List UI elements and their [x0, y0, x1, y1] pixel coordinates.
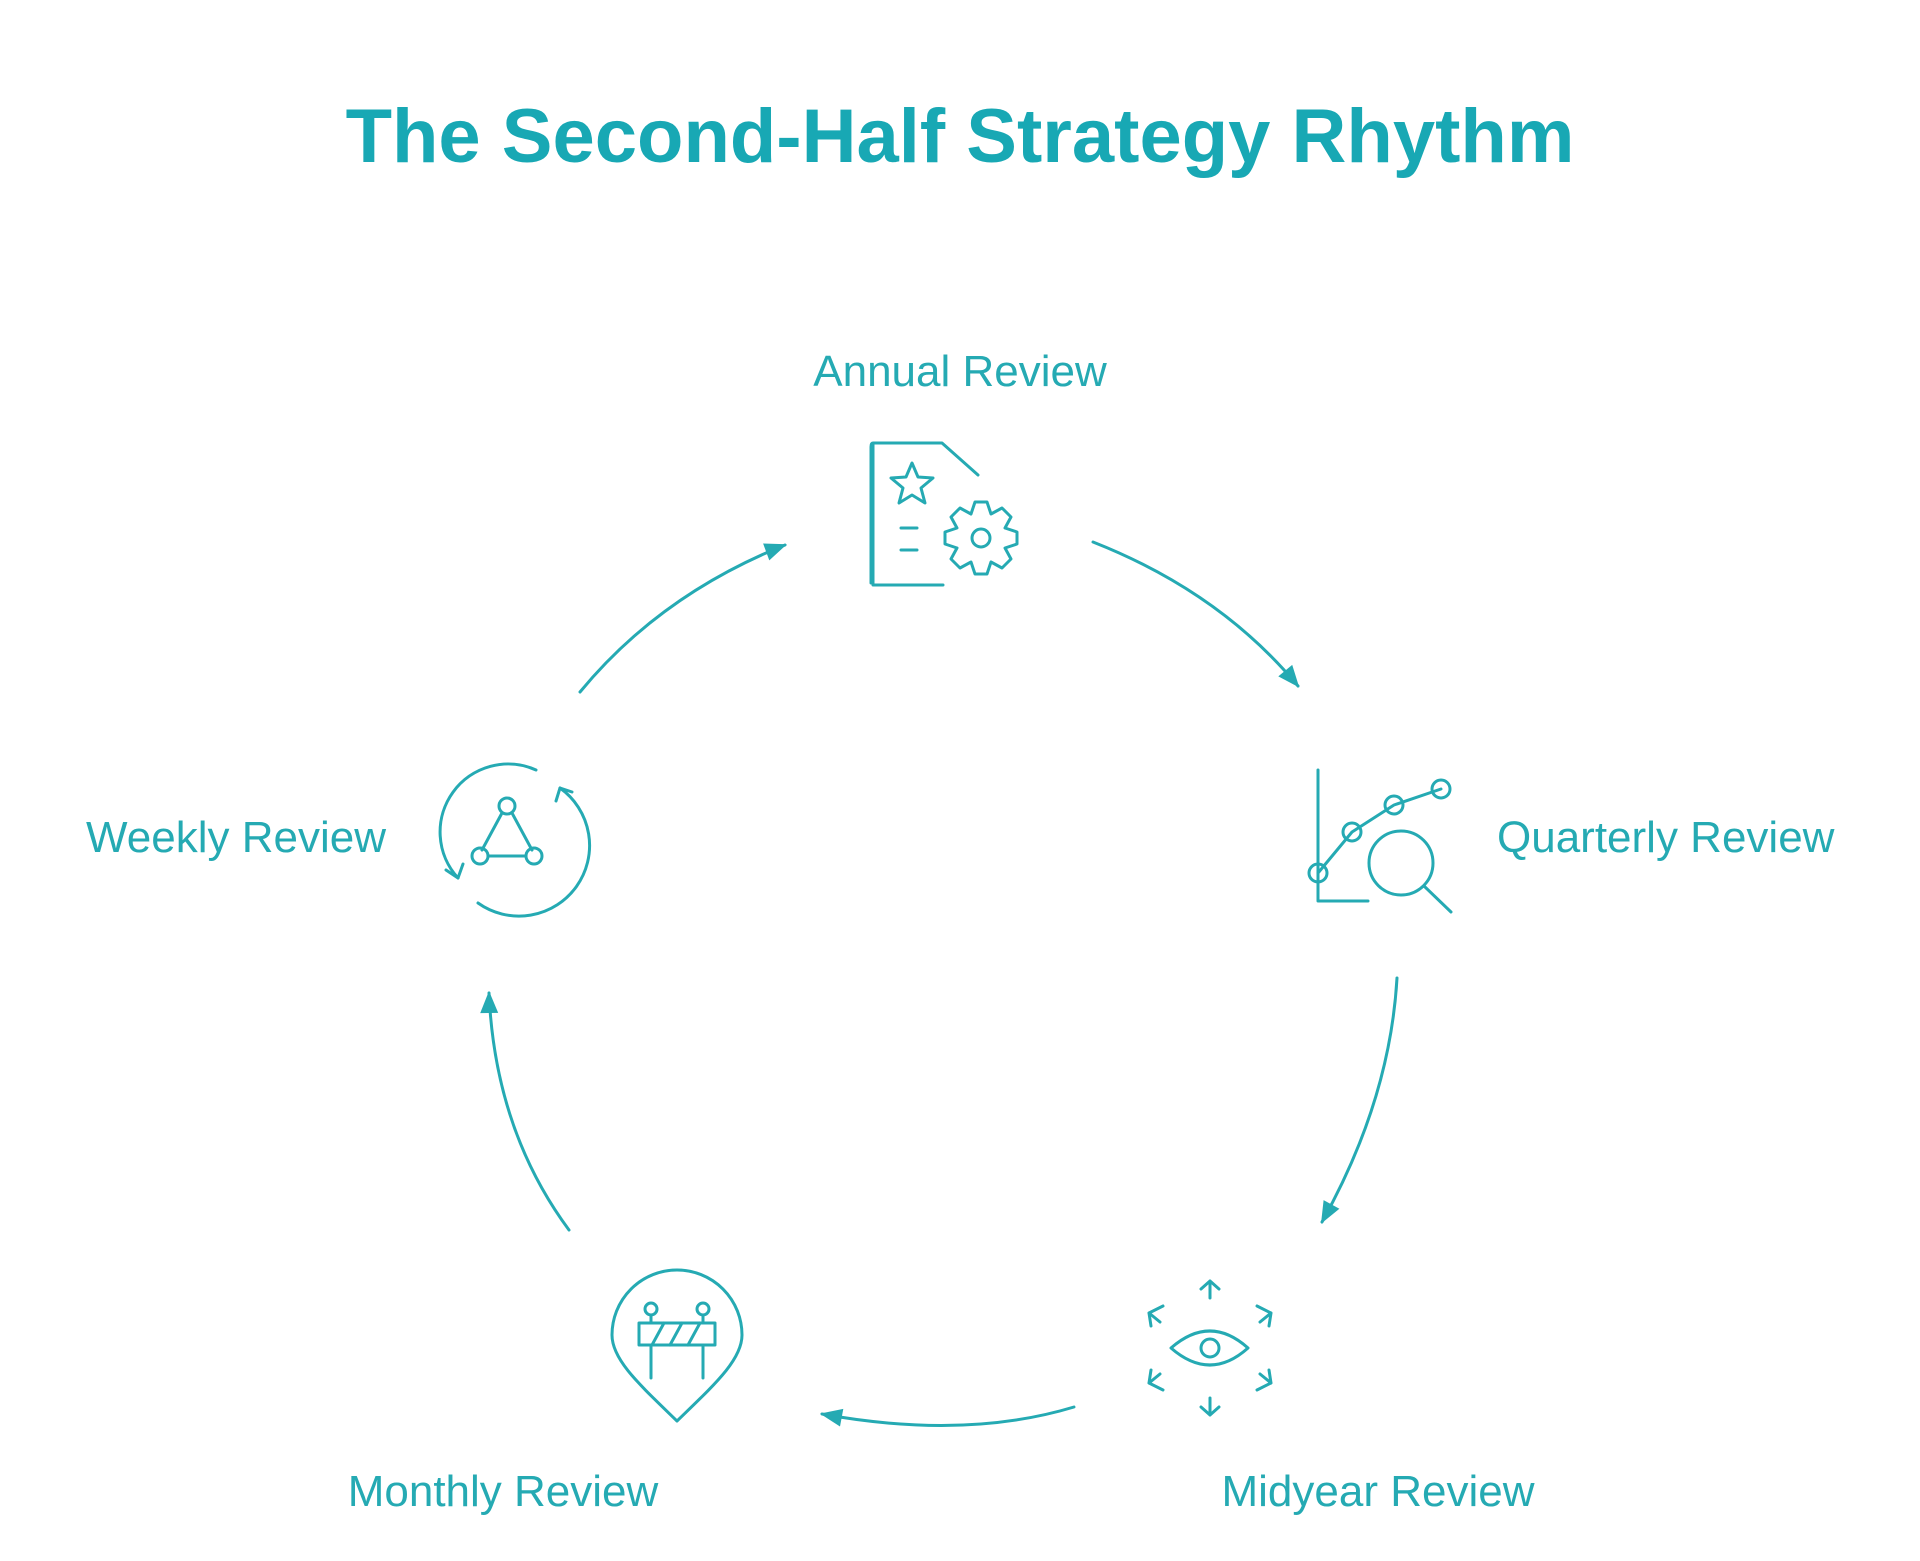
flow-arrow-weekly-to-annual: [578, 543, 787, 694]
document-star-gear-icon: [869, 441, 1019, 587]
flow-arrowhead-quarterly-to-midyear: [1321, 1200, 1340, 1224]
flow-arrow-annual-to-quarterly: [1091, 540, 1300, 688]
node-label-monthly: Monthly Review: [347, 1467, 659, 1516]
flow-arrow-quarterly-to-midyear: [1320, 976, 1399, 1224]
chart-magnifier-icon: [1307, 768, 1453, 914]
diagram-title: The Second-Half Strategy Rhythm: [345, 94, 1575, 179]
flow-arrowhead-weekly-to-annual: [763, 543, 787, 561]
node-label-annual: Annual Review: [813, 347, 1107, 396]
flow-arrow-monthly-to-weekly: [487, 991, 571, 1232]
cycle-network-icon: [438, 762, 592, 918]
flow-arrowhead-annual-to-quarterly: [1278, 664, 1300, 688]
flow-arrowhead-monthly-to-weekly: [480, 991, 499, 1014]
node-label-quarterly: Quarterly Review: [1497, 813, 1835, 862]
cycle-arrows: [480, 540, 1399, 1427]
flow-arrowhead-midyear-to-monthly: [820, 1408, 844, 1427]
node-label-midyear: Midyear Review: [1221, 1467, 1535, 1516]
location-pin-barrier-icon: [610, 1268, 744, 1423]
eye-expand-arrows-icon: [1147, 1279, 1273, 1417]
flow-arrow-midyear-to-monthly: [820, 1405, 1076, 1427]
node-label-weekly: Weekly Review: [86, 813, 386, 862]
